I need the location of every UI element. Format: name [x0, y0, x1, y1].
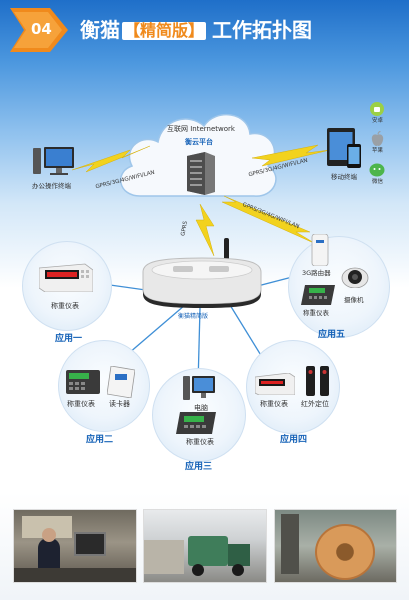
router-icon [311, 234, 329, 266]
app2-device2-label: 读卡器 [109, 400, 130, 408]
infrared-sensor-icon [306, 366, 329, 396]
photo-cable-coil [274, 509, 397, 583]
weighing-indicator-icon [255, 373, 295, 395]
weighing-indicator-icon [66, 370, 100, 394]
weighing-indicator-icon [301, 285, 335, 305]
app1-title: 应用一 [55, 334, 83, 344]
tablet-phone-icon [327, 128, 361, 168]
internet-label: 互联网 Internetwork [167, 125, 235, 133]
app5-device2-label: 摄像机 [344, 296, 364, 304]
app5-device3-label: 称重仪表 [303, 309, 329, 317]
android-label: 安卓 [372, 118, 384, 124]
wechat-label: 微信 [372, 179, 384, 185]
app1-device-label: 称重仪表 [51, 302, 79, 310]
office-terminal-label: 办公操作终端 [32, 182, 71, 190]
app5-device1-label: 3G路由器 [302, 269, 331, 277]
app3-title: 应用三 [185, 462, 213, 472]
app4-device2-label: 红外定位 [301, 400, 329, 408]
app2-device1-label: 称重仪表 [67, 400, 95, 408]
app4-title: 应用四 [280, 435, 308, 445]
weighing-indicator-icon [176, 412, 216, 434]
photo-operator-station [13, 509, 137, 583]
server-icon [187, 152, 215, 195]
app3-device2-label: 称重仪表 [186, 438, 214, 446]
android-icon [370, 102, 384, 116]
weighing-indicator-icon [39, 263, 93, 292]
step-badge-arrow [10, 8, 68, 52]
computer-icon [183, 376, 215, 400]
mobile-terminal-label: 移动终端 [331, 173, 357, 181]
step-badge-number: 04 [31, 20, 52, 38]
hub-label: 衡猫精简版 [178, 313, 209, 320]
app5-title: 应用五 [318, 330, 346, 340]
card-reader-icon [107, 366, 135, 398]
desktop-computer-icon [33, 147, 74, 175]
platform-label: 衡云平台 [185, 138, 213, 146]
hub-device-icon [142, 238, 262, 308]
app4-device1-label: 称重仪表 [260, 400, 288, 408]
wechat-icon [369, 163, 385, 177]
header-bar: 04 衡猫 【精简版】 工作拓扑图 [0, 0, 409, 58]
app2-title: 应用二 [86, 435, 114, 445]
apple-label: 苹果 [372, 148, 384, 154]
photo-truck-scale [143, 509, 267, 583]
page-title-suffix: 工作拓扑图 [212, 18, 312, 42]
page-title-prefix: 衡猫 [80, 18, 120, 42]
camera-icon [341, 267, 369, 288]
app3-device1-label: 电脑 [194, 404, 208, 412]
apple-icon [371, 131, 384, 146]
page-title-highlight: 【精简版】 [122, 21, 207, 40]
